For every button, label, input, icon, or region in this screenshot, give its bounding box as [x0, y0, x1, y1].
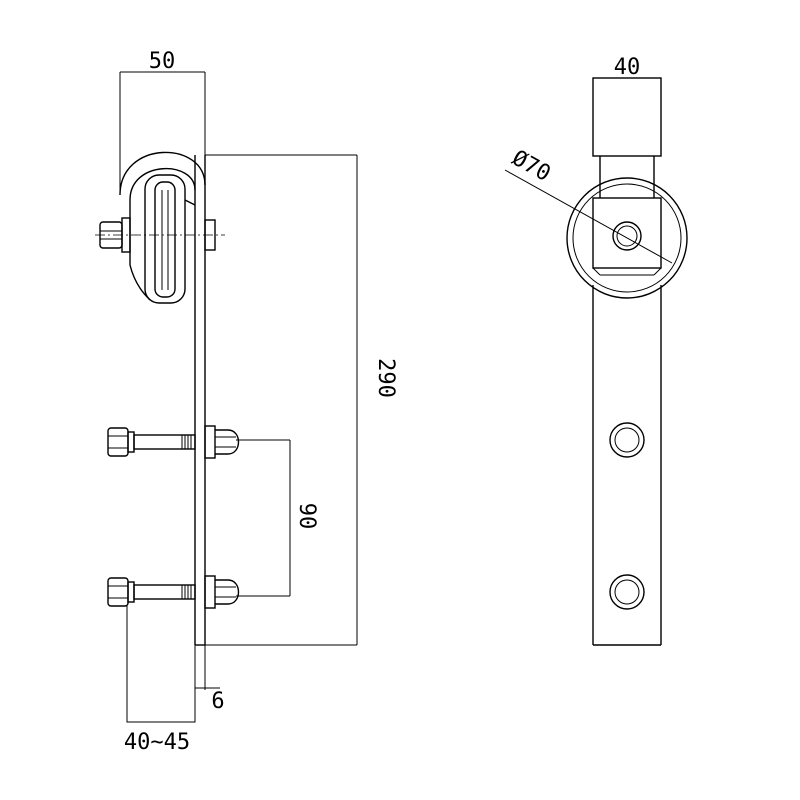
dimension-bolt-spacing-label: 90	[294, 503, 319, 530]
axle-hole-front	[612, 221, 642, 251]
dimension-plate-thickness-label: 6	[211, 689, 224, 714]
dimension-top-width-label: 50	[149, 49, 176, 74]
door-panel-outline	[126, 606, 196, 723]
dimension-top-width	[119, 71, 206, 195]
mounting-bolt-upper	[107, 425, 240, 459]
mounting-bolt-lower	[107, 575, 240, 609]
axle-bolt	[95, 217, 225, 253]
dimension-plate-thickness	[194, 645, 220, 690]
dimension-strap-width-label: 40	[614, 55, 641, 80]
dimension-wheel-diameter-label: Ø70	[508, 146, 555, 187]
hanger-strap-lower	[592, 285, 662, 646]
roller-wheel-front	[566, 177, 688, 299]
wheel-housing-arc	[119, 151, 206, 196]
front-view: 40 Ø70	[504, 55, 688, 646]
dimension-bolt-spacing	[236, 439, 291, 597]
roller-wheel-side	[129, 174, 196, 304]
dimension-door-thickness-label: 40~45	[124, 730, 190, 755]
dimension-wheel-diameter-leader	[504, 169, 673, 264]
mounting-hole-upper	[609, 422, 645, 458]
hanger-strap-top	[592, 77, 662, 157]
hanger-strap-side	[194, 155, 206, 646]
side-view: 50 290 90 6 40~45	[95, 49, 398, 755]
wheel-housing-front	[592, 156, 662, 276]
dimension-height-label: 290	[373, 358, 398, 398]
mounting-hole-lower	[609, 574, 645, 610]
dimension-height	[205, 154, 358, 646]
